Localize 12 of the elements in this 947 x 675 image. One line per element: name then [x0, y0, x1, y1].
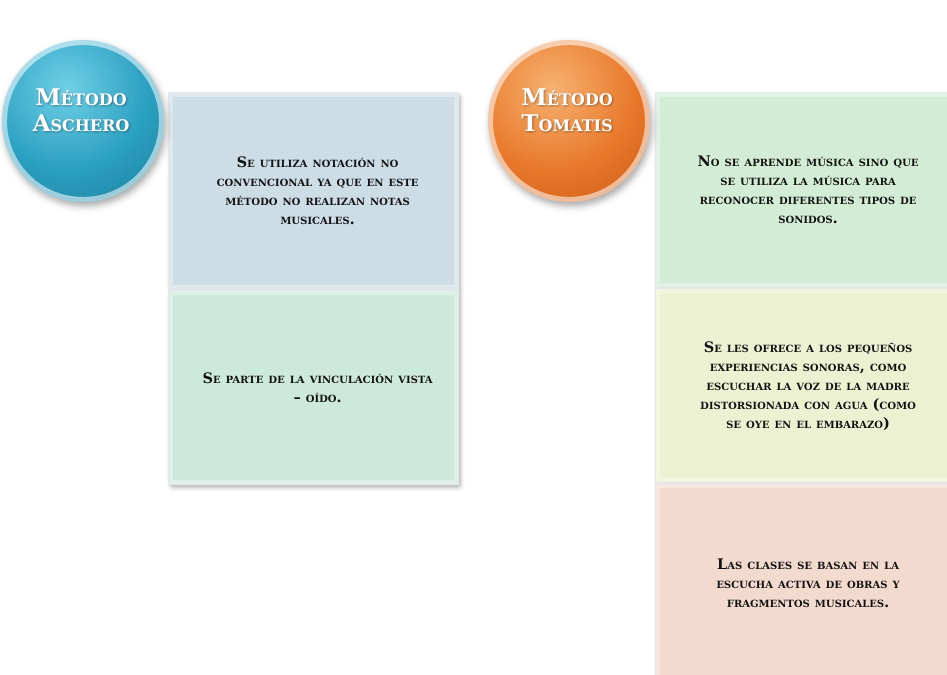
text-panel: [655, 288, 947, 483]
description-text: Se parte de la vinculación vista – oído.: [201, 368, 434, 406]
text-panel: [168, 92, 459, 290]
description-text: Se les ofrece a los pequeños experiencias sonoras, como escuchar la voz de la madre distorsionada con agua (como se oye en el embarazo): [699, 338, 917, 433]
text-panel: [655, 483, 947, 675]
description-text: Las clases se basan en la escucha activa de obras y fragmentos musicales.: [715, 554, 901, 612]
description-text: Se utiliza notación no convencional ya que en este método no realizan notas musicales.: [216, 153, 420, 229]
text-panel: [168, 290, 459, 485]
text-panel: [655, 92, 947, 288]
method-title: Método Aschero: [32, 85, 130, 139]
description-text: No se aprende música sino que se utiliza la música para reconocer diferentes tipos de sonidos.: [696, 152, 920, 228]
method-title: Método Tomatis: [520, 85, 614, 139]
